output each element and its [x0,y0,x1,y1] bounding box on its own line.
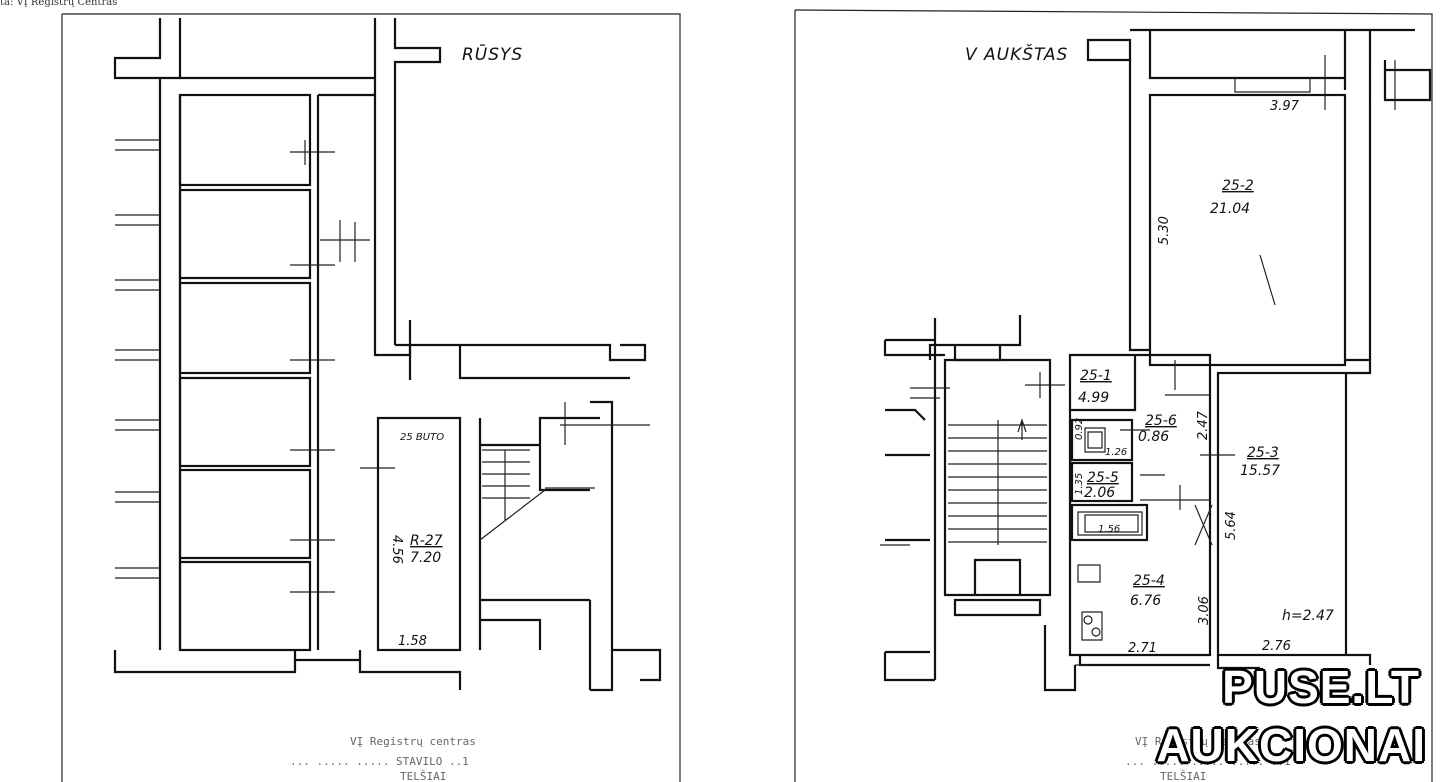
floor-stamp-line-2: ... ..... ..... ..... ..1 [1125,755,1291,768]
storage-owner-label: 25 BUTO [400,432,444,443]
ceiling-height: h=2.47 [1282,608,1334,624]
room-25-5-id: 25-5 [1087,470,1119,486]
watermark-line-1: PUSE.LT [1222,661,1420,713]
storage-length-dim: 4.56 [389,535,404,564]
dim-bath-length: 1.56 [1098,524,1120,535]
dim-corridor: 2.47 [1196,410,1211,440]
room-25-4-area: 6.76 [1130,593,1161,609]
dim-room2-height: 5.30 [1157,216,1172,245]
storage-width-dim: 1.58 [398,634,427,649]
room-25-6-area: 0.86 [1138,429,1169,445]
room-25-1-area: 4.99 [1078,390,1109,406]
room-25-6-id: 25-6 [1145,413,1177,429]
dim-top-width: 3.97 [1270,99,1300,114]
room-25-1-id: 25-1 [1080,368,1112,384]
basement-plan [113,18,662,692]
dim-kitchen-height: 3.06 [1197,596,1212,625]
floor-stamp-line-1: VĮ Registrų centras [1135,735,1261,748]
room-25-2-id: 25-2 [1222,178,1254,194]
storage-room-area: 7.20 [410,550,441,566]
watermark-line-2: AUKCIONAI [1156,719,1426,771]
dim-kitchen-width: 2.71 [1128,641,1157,656]
dim-bath-small: 1.35 [1074,473,1085,495]
room-25-5-area: 2.06 [1084,485,1115,501]
basement-stamp-line-1: VĮ Registrų centras [350,735,476,748]
basement-stamp-line-3: TELŠIAI [400,770,446,782]
floor-stamp-line-3: TELŠIAI [1160,770,1206,782]
dim-wc-width: 1.26 [1105,447,1127,458]
room-25-3-area: 15.57 [1240,463,1280,479]
room-25-4-id: 25-4 [1133,573,1165,589]
apartment-plan [880,28,1432,692]
dim-wc-small: 0.92 [1074,418,1085,440]
room-25-2-area: 21.04 [1210,201,1250,217]
storage-room-id: R-27 [410,533,443,549]
basement-title: RŪSYS [462,43,523,65]
floor-sheet-frame [794,9,1433,782]
floor-title: V AUKŠTAS [965,43,1068,65]
source-caption: ta: VĮ Registrų Centras [0,0,118,8]
room-25-3-id: 25-3 [1247,445,1279,461]
basement-stamp-line-2: ... ..... ..... STAVILO ..1 [290,755,469,768]
basement-sheet-frame [62,13,681,782]
dim-room3-height: 5.64 [1224,511,1239,540]
dim-room3-width: 2.76 [1262,639,1291,654]
